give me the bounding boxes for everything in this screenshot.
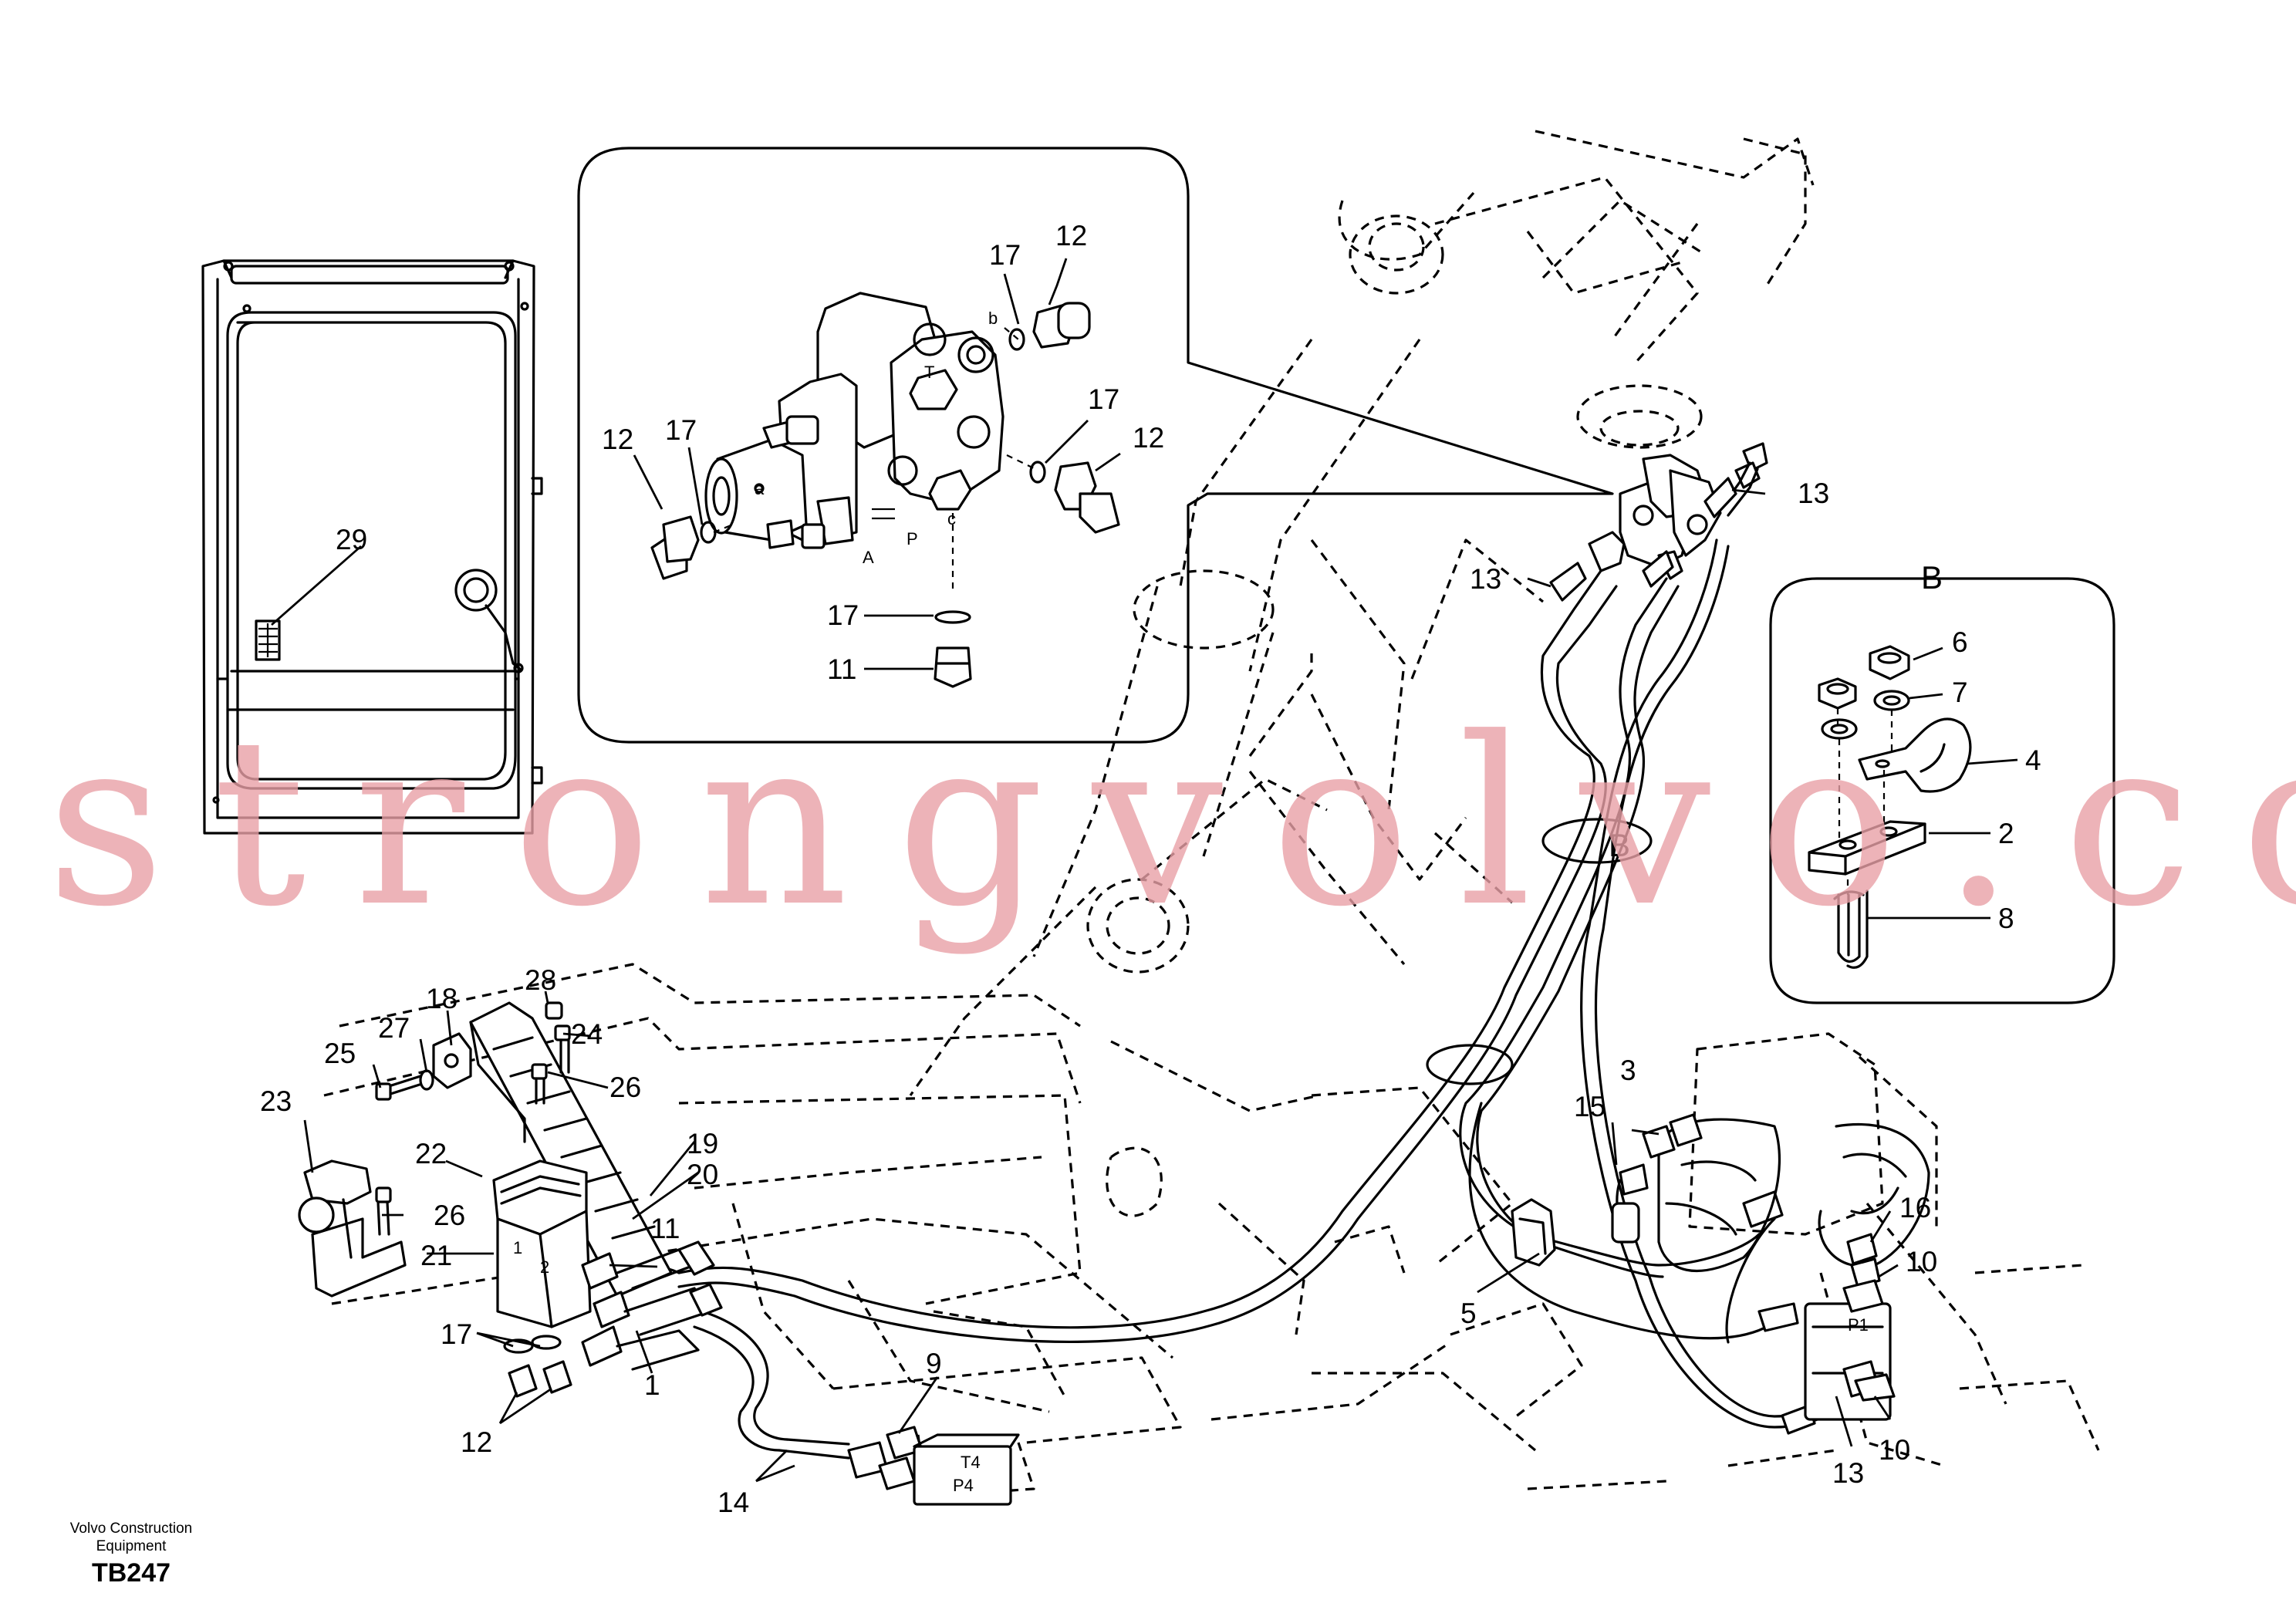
valve-detail-box bbox=[577, 147, 1614, 744]
callout-5: 5 bbox=[1460, 1298, 1477, 1329]
callout-12-left: 12 bbox=[602, 424, 633, 455]
pedal-port-1: 1 bbox=[513, 1238, 522, 1257]
frame-outline bbox=[323, 963, 2100, 1498]
pedal-port-2: 2 bbox=[540, 1257, 549, 1277]
callout-25: 25 bbox=[324, 1038, 356, 1069]
control-valve-block bbox=[1611, 1032, 1930, 1421]
callout-4: 4 bbox=[2025, 744, 2041, 776]
cab-window-panel bbox=[201, 259, 543, 835]
watermark-text: strongvolvo.com bbox=[46, 688, 2296, 957]
callout-11-top: 11 bbox=[827, 653, 856, 685]
callout-28: 28 bbox=[525, 964, 556, 996]
footer: Volvo Construction Equipment TB247 bbox=[70, 1520, 192, 1588]
boom-valve-assembly bbox=[1588, 442, 1768, 580]
callout-26-upper: 26 bbox=[609, 1072, 641, 1103]
port-label-t: T bbox=[924, 363, 934, 382]
boom-outline bbox=[909, 130, 1815, 1096]
callout-13-bottom: 13 bbox=[1832, 1457, 1864, 1489]
detail-b-box bbox=[1769, 577, 2115, 1004]
callout-18: 18 bbox=[426, 983, 458, 1014]
callout-11-bottom: 11 bbox=[650, 1213, 680, 1244]
callout-15: 15 bbox=[1574, 1091, 1606, 1122]
callout-29: 29 bbox=[336, 524, 367, 555]
callout-12-right: 12 bbox=[1133, 422, 1164, 454]
callout-17-bottom: 17 bbox=[441, 1318, 472, 1350]
callout-13-mid: 13 bbox=[1470, 563, 1501, 595]
callout-6: 6 bbox=[1952, 626, 1968, 658]
callout-10-lower: 10 bbox=[1879, 1434, 1910, 1466]
company-name-line2: Equipment bbox=[96, 1538, 167, 1554]
callout-2: 2 bbox=[1998, 818, 2014, 849]
company-name-line1: Volvo Construction bbox=[70, 1520, 192, 1537]
callout-10-upper: 10 bbox=[1906, 1246, 1937, 1277]
callout-1: 1 bbox=[644, 1369, 660, 1401]
port-label-a: a bbox=[755, 479, 765, 498]
port-label-a-upper: A bbox=[863, 548, 874, 567]
pedal-assembly bbox=[298, 1001, 1020, 1506]
callout-14: 14 bbox=[718, 1487, 749, 1518]
port-label-p4: P4 bbox=[953, 1476, 974, 1495]
callout-17-c-port: 17 bbox=[827, 599, 859, 631]
callout-8: 8 bbox=[1998, 903, 2014, 934]
port-label-p1: P1 bbox=[1848, 1315, 1869, 1335]
callout-labels: 12 17 17 12 12 17 17 11 13 13 B 6 7 4 2 … bbox=[260, 220, 2041, 1518]
callout-22: 22 bbox=[415, 1138, 447, 1169]
callout-19: 19 bbox=[687, 1128, 718, 1159]
hose-routing bbox=[631, 477, 1853, 1460]
port-label-c: c bbox=[947, 509, 956, 528]
detail-view-title: B bbox=[1921, 559, 1943, 596]
callout-leaders bbox=[271, 258, 2018, 1483]
detail-marker-b: B bbox=[1609, 827, 1630, 863]
callout-12-bottom: 12 bbox=[461, 1426, 492, 1458]
callout-20: 20 bbox=[687, 1159, 718, 1190]
figure-code: TB247 bbox=[92, 1558, 171, 1588]
callout-3: 3 bbox=[1620, 1055, 1636, 1086]
callout-17-left: 17 bbox=[665, 414, 697, 446]
port-label-p: P bbox=[907, 529, 918, 548]
callout-21: 21 bbox=[420, 1240, 452, 1271]
callout-26-lower: 26 bbox=[434, 1200, 465, 1231]
callout-12-top: 12 bbox=[1055, 220, 1087, 251]
port-labels: b c T P A a T4 P4 1 2 P1 bbox=[513, 309, 1869, 1495]
callout-17-right: 17 bbox=[1088, 383, 1119, 415]
callout-24: 24 bbox=[571, 1018, 603, 1050]
port-label-b: b bbox=[988, 309, 998, 328]
callout-13-top: 13 bbox=[1798, 478, 1829, 509]
callout-16: 16 bbox=[1899, 1192, 1931, 1223]
port-label-t4: T4 bbox=[961, 1453, 981, 1472]
callout-17-top: 17 bbox=[989, 239, 1021, 271]
callout-27: 27 bbox=[378, 1012, 410, 1044]
callout-9: 9 bbox=[926, 1348, 942, 1379]
callout-7: 7 bbox=[1952, 677, 1968, 708]
callout-23: 23 bbox=[260, 1085, 292, 1117]
